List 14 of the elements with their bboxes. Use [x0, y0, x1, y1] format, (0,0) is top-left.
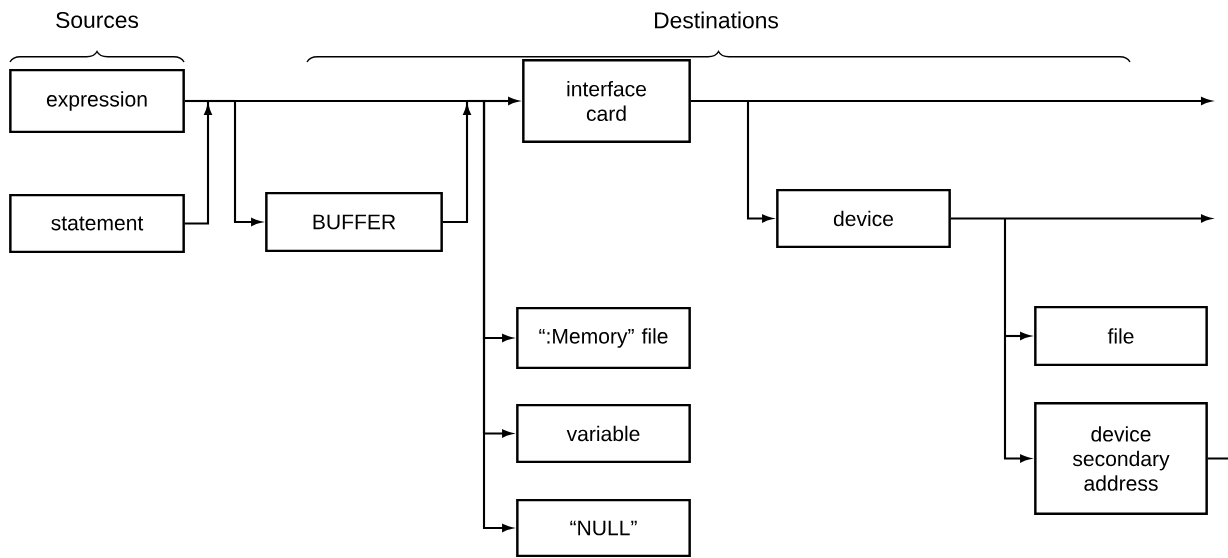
arrow: [442, 101, 471, 224]
process-box: BUFFER: [265, 191, 443, 253]
heading: Sources: [56, 11, 139, 29]
process-box: variable: [516, 403, 691, 464]
process-box: device secondary address: [1034, 402, 1208, 515]
process-box: expression: [9, 68, 185, 134]
process-box: interface card: [522, 58, 691, 144]
arrow: [184, 101, 212, 225]
process-box: “NULL”: [516, 498, 691, 558]
process-box: statement: [9, 193, 185, 254]
heading: Destinations: [655, 11, 778, 29]
process-box: “:Memory” file: [516, 306, 691, 370]
process-box: device: [776, 188, 951, 249]
process-box: file: [1034, 305, 1208, 367]
